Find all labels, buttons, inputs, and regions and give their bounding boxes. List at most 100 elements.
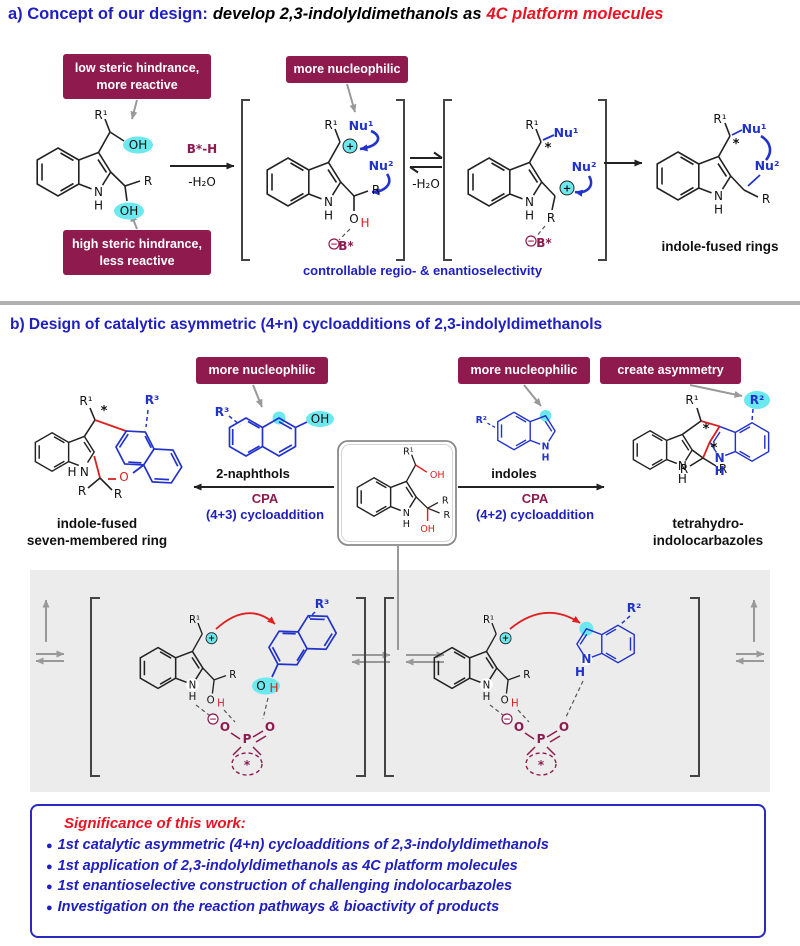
r-label: R [719,462,727,476]
o-label: O [501,696,509,707]
structure-product-indolocarbazole: R¹ * * R R N H N H R² [632,391,770,486]
label-4plus2: (4+2) cycloaddition [475,507,595,522]
structure-substrate: R¹ OH R R OH N H [356,447,450,535]
r-label: R [114,487,122,501]
svg-text:−: − [209,715,217,725]
svg-text:−: − [527,237,535,247]
n-label: N [189,680,197,691]
section-a-title: a) Concept of our design:develop 2,3-ind… [8,5,668,24]
arrow-more-nucleophilic-left [252,384,263,408]
oh-highlight-top [123,136,153,154]
equilibrium-left-edge [35,650,65,665]
svg-text:+: + [563,184,571,195]
r1-label: R¹ [525,118,538,132]
structure-product-a: R¹ * Nu¹ Nu² R N H [656,112,779,217]
label-cpa-left: CPA [251,491,279,506]
nucleophilic-attack-arrow [215,612,276,630]
bullet-icon: ● [46,860,53,873]
n-label: N [94,185,103,199]
r1-label: R¹ [685,393,698,407]
n-label: N [80,465,89,479]
h-red-label: H [269,681,278,695]
label-2-naphthols: 2-naphthols [216,466,290,481]
o-label: O [559,720,569,734]
tag-low-steric: low steric hindrance, more reactive [63,54,211,99]
tag-more-nucleophilic-b-left: more nucleophilic [196,357,328,384]
h-label: H [575,665,585,679]
section-a-label: a) Concept of our design: [8,5,208,23]
n-label: N [581,652,591,666]
r2-highlight [744,391,770,409]
mechanism-panel [30,570,770,792]
oh-highlight [252,677,280,695]
label-indoles: indoles [491,466,537,481]
nu1-label: Nu¹ [742,121,767,136]
label-product-right: tetrahydro- indolocarbazoles [652,516,764,548]
h-red-label: H [217,698,225,709]
o-label: O [514,720,524,734]
h-label: H [525,209,534,223]
r-label: R [443,510,450,521]
nu2-label: Nu² [369,158,394,173]
oh-highlight [306,411,334,427]
bracket-right-mech1 [356,597,366,777]
section-a-subtitle: develop 2,3-indolyldimethanols as [212,5,482,23]
o-label: O [265,720,275,734]
section-a-highlight: 4C platform molecules [486,5,664,23]
bullet-icon: ● [46,840,53,852]
catalyst-label: B*-H [187,142,217,156]
h-red-label: H [511,698,519,709]
r3-label: R³ [145,393,160,407]
bullet-icon: ● [46,901,53,914]
cation-plus: + [559,180,575,196]
bullet-icon: ● [46,881,53,893]
h-red-label: H [360,216,369,230]
nu1-arc [359,129,380,152]
cpa-phosphate: − O P O * [207,713,275,776]
tag-more-nucleophilic-b-right: more nucleophilic [458,357,590,384]
section-divider [0,301,800,305]
significance-bullet-2: ● 1st application of 2,3-indolyldimethan… [46,857,518,874]
cation-plus: + [205,632,218,644]
mechanism-left: R¹ + R O H N H R³ O H − [139,597,342,776]
h-label: H [715,464,725,478]
chiral-star: * [244,758,251,772]
r1-label: R¹ [324,118,337,132]
oh-label: OH [120,204,138,218]
structure-product-7ring: R¹ * R³ O R R H N [34,393,188,501]
h-label: H [403,519,410,530]
r1-label: R¹ [79,394,92,408]
h-label: H [94,199,103,213]
h-label: H [189,692,197,703]
significance-bullet-1: ● 1st catalytic asymmetric (4+n) cycload… [46,837,549,853]
bracket-left-mech1 [90,597,100,777]
r-label: R [680,462,688,476]
nu2-arc [371,173,391,196]
r-label: R [547,211,555,225]
r1-label: R¹ [403,447,414,458]
caption-indole-fused-rings: indole-fused rings [661,239,779,254]
r1-label: R¹ [94,108,107,122]
tag-more-nucleophilic-a: more nucleophilic [286,56,408,83]
n-label: N [678,459,687,473]
structure-intermediate-2: R¹ Nu¹ * Nu² + R − B* N H [467,118,596,250]
r2-label: R² [627,601,642,615]
r-label: R [372,183,380,197]
o-label: O [256,679,265,693]
h-label: H [324,209,333,223]
minus-water-label: -H₂O [412,177,440,191]
significance-bullet-3: ● 1st enantioselective construction of c… [46,878,513,894]
structure-intermediate-1: R¹ + Nu¹ Nu² R O H − B* N H [266,118,394,253]
structure-naphthol: OH R³ [215,405,334,457]
oh-label: OH [129,138,147,152]
r1-label: R¹ [189,615,200,626]
p-label: P [243,732,252,746]
tag-create-asymmetry: create asymmetry [600,357,741,384]
tag-high-steric: high steric hindrance, less reactive [63,230,211,275]
bracket-right-2 [598,99,607,261]
n-label: N [483,680,491,691]
center-substrate-box-inner [341,444,453,542]
svg-text:−: − [330,240,338,250]
